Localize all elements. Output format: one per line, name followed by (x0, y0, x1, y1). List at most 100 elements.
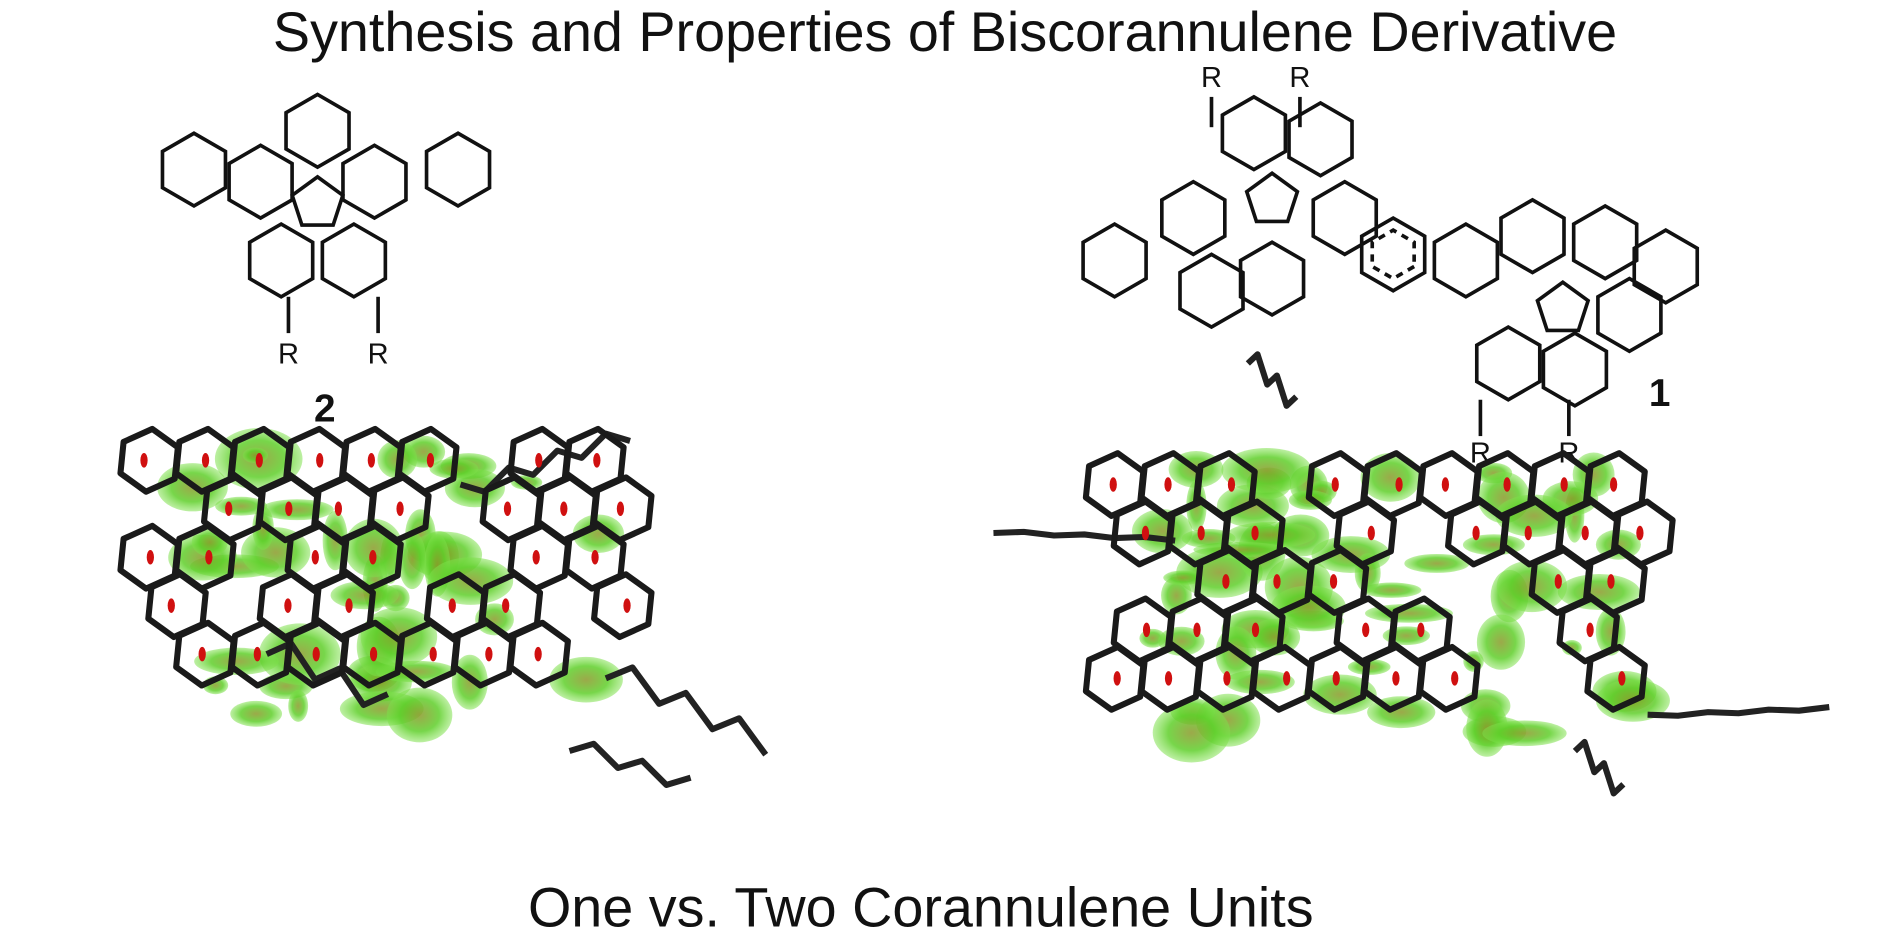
nci-green-surface (1495, 494, 1573, 537)
critical-point-red (316, 453, 324, 468)
nci-green-surface (549, 656, 623, 703)
alkyl-chain (1647, 704, 1830, 719)
critical-point-red (1367, 525, 1375, 541)
critical-point-red (1251, 525, 1259, 541)
critical-point-red (369, 646, 378, 662)
critical-point-red (311, 549, 319, 565)
hexagon-ring (1220, 94, 1288, 172)
nci-green-surface (1152, 702, 1231, 763)
critical-point-red (1222, 574, 1230, 589)
hexagon-ring (1541, 331, 1609, 408)
critical-point-red (1332, 671, 1340, 686)
critical-point-red (1609, 477, 1618, 492)
compound-2-nci-model (117, 425, 769, 788)
critical-point-red (535, 453, 543, 468)
alkyl-chain (604, 664, 769, 757)
pentagon-ring (290, 174, 345, 227)
critical-point-red (485, 646, 493, 662)
figure-title: Synthesis and Properties of Biscorannule… (273, 1, 1617, 63)
hexagon-ring (1432, 222, 1500, 299)
compound-2-structure (160, 92, 492, 334)
critical-point-red (312, 646, 320, 662)
hexagon-ring (1311, 179, 1379, 257)
hexagon-ring (1571, 203, 1639, 281)
nci-green-surface (386, 687, 453, 743)
hexagon-ring (1238, 240, 1306, 318)
hexagon-ring-3d (1584, 643, 1648, 713)
hexagon-ring (1632, 228, 1700, 305)
central-benzene-ring (1359, 215, 1427, 293)
critical-point-red (616, 501, 625, 517)
critical-point-red (1560, 477, 1568, 492)
critical-point-red (1223, 671, 1231, 686)
critical-point-red (1331, 477, 1339, 492)
hexagon-ring (160, 131, 228, 209)
hexagon-ring (1160, 179, 1227, 257)
nci-green-surface (1404, 553, 1470, 573)
alkyl-chain (568, 740, 692, 788)
critical-point-red (1227, 477, 1236, 492)
critical-point-red (623, 598, 631, 613)
substituent-r: R (1201, 62, 1222, 94)
hexagon-ring-3d (1556, 595, 1620, 665)
critical-point-red (1251, 622, 1260, 638)
critical-point-red (503, 501, 512, 517)
critical-point-red (253, 646, 261, 662)
nci-green-surface (288, 689, 309, 722)
compound-1-label: 1 (1649, 372, 1671, 415)
critical-point-red (255, 453, 263, 468)
critical-point-red (1581, 525, 1589, 541)
critical-point-red (1441, 477, 1450, 492)
critical-point-red (367, 453, 375, 468)
nci-green-surface (1163, 570, 1204, 586)
hexagon-ring (284, 92, 351, 170)
critical-point-red (593, 453, 601, 468)
hexagon-ring (247, 222, 315, 299)
hexagon-ring (1499, 197, 1566, 275)
hexagon-ring (1081, 222, 1148, 299)
critical-point-red (1472, 525, 1480, 541)
critical-point-red (1554, 574, 1562, 589)
critical-point-red (1329, 574, 1338, 589)
critical-point-red (1618, 671, 1626, 686)
critical-point-red (1164, 671, 1173, 686)
critical-point-red (1607, 574, 1615, 589)
nci-green-surface (1226, 521, 1316, 549)
critical-point-red (1283, 671, 1291, 686)
hexagon-ring-3d (591, 571, 655, 641)
nci-green-surface (398, 531, 427, 590)
critical-point-red (198, 646, 206, 662)
hexagon-ring (1287, 100, 1354, 178)
substituent-r: R (368, 338, 389, 370)
alkyl-chain (1572, 738, 1626, 797)
critical-point-red (534, 646, 542, 662)
nci-green-surface (242, 447, 269, 464)
critical-point-red (140, 453, 148, 468)
nci-green-surface (1482, 720, 1567, 747)
nci-green-surface (572, 514, 625, 554)
critical-point-red (560, 501, 568, 517)
hexagon-ring-3d (1305, 547, 1370, 616)
critical-point-red (396, 501, 404, 517)
critical-point-red (1524, 525, 1532, 541)
alkyl-chain (1245, 351, 1299, 409)
substituent-r: R (278, 338, 299, 370)
pentagon-ring (1244, 170, 1300, 224)
critical-point-red (1392, 671, 1400, 686)
nci-green-surface (1131, 509, 1193, 554)
critical-point-red (1451, 671, 1459, 686)
critical-point-red (369, 549, 377, 565)
compound-2-label: 2 (314, 388, 336, 431)
critical-point-red (285, 501, 293, 517)
critical-point-red (426, 453, 435, 468)
critical-point-red (1197, 525, 1205, 541)
nci-green-surface (230, 700, 283, 727)
critical-point-red (1193, 622, 1201, 638)
nci-green-surface (1303, 674, 1377, 715)
hexagon-ring (1178, 252, 1245, 330)
critical-point-red (1417, 622, 1425, 638)
critical-point-red (1113, 671, 1121, 686)
substituent-r: R (1289, 62, 1310, 94)
hexagon-ring (341, 143, 408, 221)
